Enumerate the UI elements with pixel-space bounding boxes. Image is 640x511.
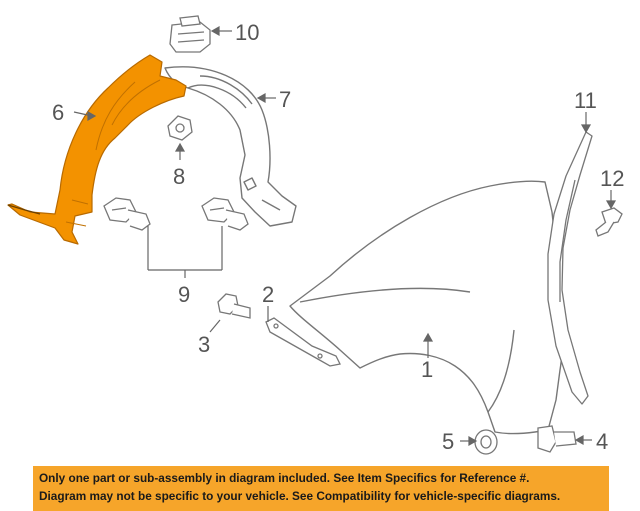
bolt-part-4 bbox=[537, 425, 577, 453]
fender-liner-part-7 bbox=[164, 66, 297, 227]
callout-6: 6 bbox=[52, 100, 64, 125]
push-pin-left-part-9 bbox=[103, 197, 151, 231]
seal-part-11 bbox=[547, 131, 593, 405]
leader-lines bbox=[73, 25, 617, 447]
clip-part-10 bbox=[169, 15, 211, 53]
push-pin-right-part-9 bbox=[201, 197, 249, 231]
callout-4: 4 bbox=[596, 429, 608, 454]
bracket-part-2 bbox=[265, 317, 341, 367]
nut-part-5 bbox=[474, 429, 498, 455]
callout-11: 11 bbox=[574, 88, 597, 113]
bolt-part-3 bbox=[217, 293, 251, 319]
callout-1: 1 bbox=[421, 357, 433, 382]
callout-3: 3 bbox=[198, 332, 210, 357]
disclaimer-line-1: Only one part or sub-assembly in diagram… bbox=[39, 471, 530, 485]
disclaimer-banner: Only one part or sub-assembly in diagram… bbox=[33, 466, 609, 511]
callout-10: 10 bbox=[235, 20, 259, 45]
disclaimer-line-2: Diagram may not be specific to your vehi… bbox=[39, 489, 561, 503]
fender-part-1 bbox=[289, 180, 564, 435]
callout-12: 12 bbox=[600, 166, 624, 191]
callout-9: 9 bbox=[178, 282, 190, 307]
nut-part-8 bbox=[167, 115, 193, 141]
callout-8: 8 bbox=[173, 164, 185, 189]
splash-shield-part-6 bbox=[7, 54, 187, 245]
callout-7: 7 bbox=[279, 87, 291, 112]
screw-part-12 bbox=[595, 207, 623, 237]
callout-5: 5 bbox=[442, 429, 454, 454]
callout-2: 2 bbox=[262, 282, 274, 307]
